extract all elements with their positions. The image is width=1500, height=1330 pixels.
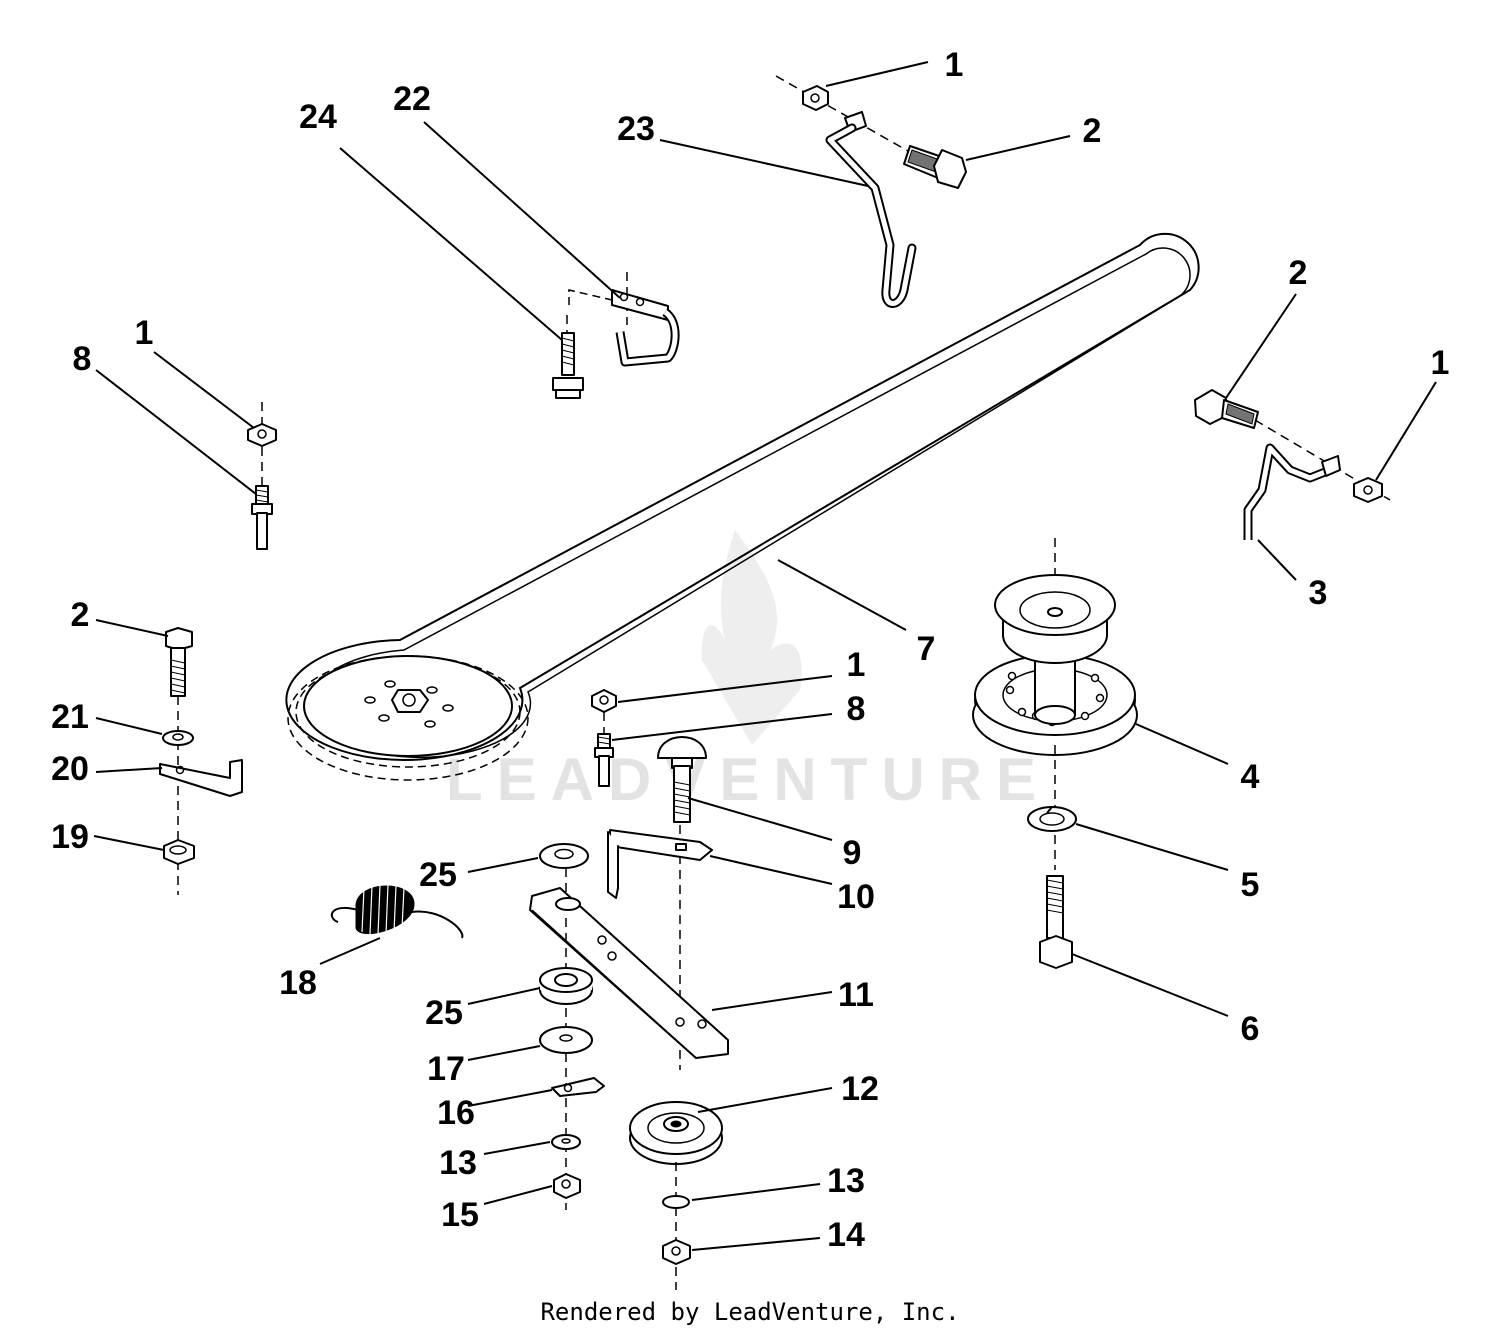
lock-nut-icon [163, 839, 195, 865]
callout-14: 14 [827, 1216, 865, 1254]
part-bolt-24 [552, 315, 584, 399]
part-pin-8-center [591, 689, 617, 787]
part-idler-pulley-12 [629, 1101, 723, 1290]
part-double-pulley-4 [972, 538, 1138, 870]
carriage-bolt-head-icon [657, 736, 707, 759]
callout-7: 7 [917, 630, 936, 668]
callout-18: 18 [279, 964, 317, 1002]
callout-9: 9 [843, 834, 862, 872]
part-lower-left-stack [539, 967, 605, 1199]
part-belt-guide-23 [775, 75, 967, 308]
callout-13: 13 [827, 1162, 865, 1200]
hex-nut-icon [662, 1239, 691, 1265]
part-belt-guide-3 [1194, 389, 1391, 540]
part-spring-18 [330, 884, 464, 939]
leader-lines [93, 61, 1437, 1251]
callout-2: 2 [71, 596, 90, 634]
callout-3: 3 [1309, 574, 1328, 612]
callout-2: 2 [1083, 112, 1102, 150]
part-belt-keeper-22 [568, 272, 680, 367]
callout-5: 5 [1241, 866, 1260, 904]
callout-1: 1 [847, 646, 866, 684]
flat-washer-icon [662, 1195, 690, 1209]
split-lock-washer-icon [1027, 806, 1077, 832]
footer-credit: Rendered by LeadVenture, Inc. [540, 1298, 959, 1326]
callout-labels: 1 2 23 22 24 1 8 2 1 3 7 2 21 20 19 1 8 … [51, 46, 1449, 1254]
callout-25: 25 [419, 856, 457, 894]
callout-13: 13 [439, 1144, 477, 1182]
part-pin-8-left [247, 402, 277, 550]
hex-bolt-head-icon [1039, 935, 1073, 969]
part-bracket-10 [607, 829, 713, 899]
callout-21: 21 [51, 698, 89, 736]
part-lock-washer-5 [1027, 806, 1077, 832]
part-left-stack [159, 627, 243, 895]
flat-washer-icon [539, 843, 589, 869]
clip-icon [551, 1077, 605, 1097]
hex-nut-icon [591, 689, 617, 713]
flange-bolt-head-icon [555, 389, 581, 399]
callout-25: 25 [425, 994, 463, 1032]
part-drive-belt [285, 232, 1200, 781]
hex-nut-icon [553, 1173, 581, 1199]
callout-11: 11 [838, 976, 874, 1014]
coil-spring-icon [355, 885, 415, 935]
part-carriage-bolt-9 [657, 736, 707, 1070]
flat-washer-icon [162, 730, 194, 746]
callout-8: 8 [847, 690, 866, 728]
callout-10: 10 [837, 878, 875, 916]
callout-24: 24 [299, 98, 337, 136]
callout-15: 15 [441, 1196, 479, 1234]
watermark: LEADVENTURE [446, 530, 1050, 813]
callout-23: 23 [617, 110, 655, 148]
hex-nut-icon [1353, 477, 1383, 503]
hex-bolt-head-icon [1194, 389, 1227, 425]
callout-20: 20 [51, 750, 89, 788]
hex-bolt-head-icon [165, 627, 193, 651]
watermark-text: LEADVENTURE [446, 746, 1050, 813]
part-washer-25-top [539, 843, 589, 900]
flat-washer-icon [551, 1134, 581, 1150]
part-bolt-6 [1039, 875, 1073, 969]
callout-8: 8 [73, 340, 92, 378]
flat-washer-icon [539, 1026, 593, 1054]
hex-nut-icon [802, 85, 829, 111]
callout-19: 19 [51, 818, 89, 856]
callout-6: 6 [1241, 1010, 1260, 1048]
callout-1: 1 [945, 46, 964, 84]
callout-17: 17 [427, 1050, 465, 1088]
callout-16: 16 [437, 1094, 475, 1132]
leadventure-flame-v-logo [701, 530, 802, 745]
hex-nut-icon [247, 423, 277, 447]
callout-2: 2 [1289, 254, 1308, 292]
callout-4: 4 [1241, 758, 1260, 796]
callout-1: 1 [1431, 344, 1450, 382]
pulley-hub-icon [391, 689, 429, 713]
callout-22: 22 [393, 80, 431, 118]
callout-1: 1 [135, 314, 154, 352]
part-idler-arm-11 [529, 887, 729, 1210]
callout-12: 12 [841, 1070, 879, 1108]
hex-bolt-head-icon [933, 149, 967, 189]
